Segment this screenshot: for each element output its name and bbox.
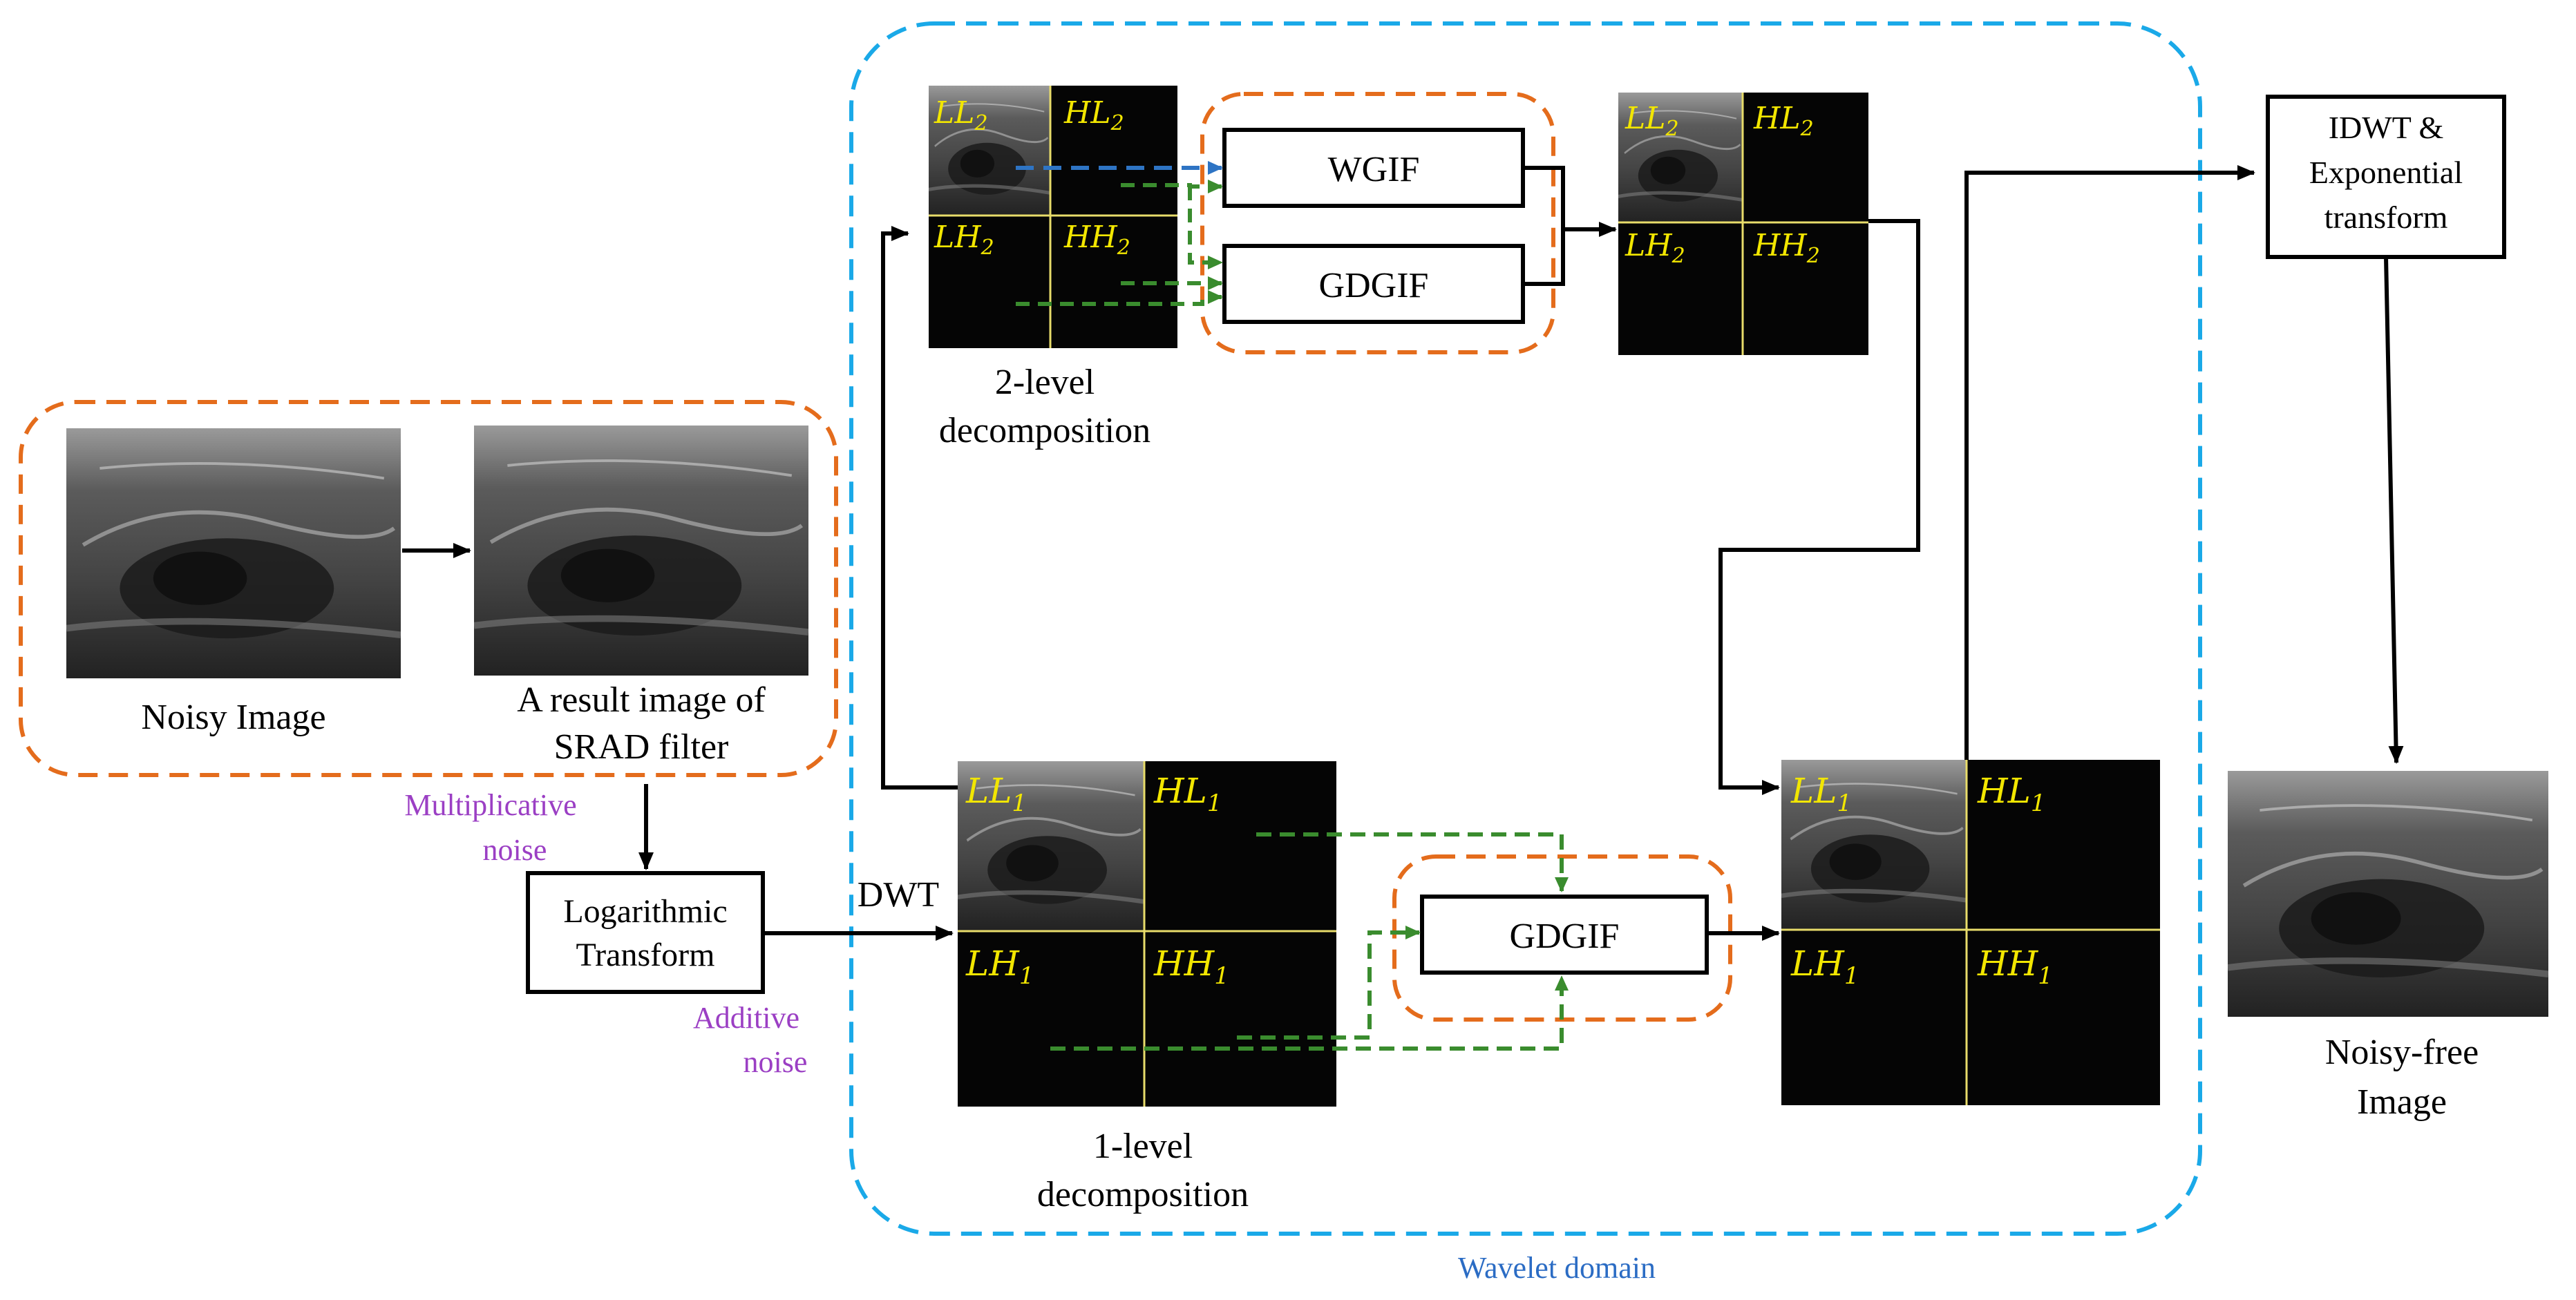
arrow-level1-output-to-idwt [1964, 165, 2255, 760]
wavelet-domain-frame [849, 21, 2202, 1236]
multiplicative-noise-label-line1: Multiplicative [404, 788, 576, 822]
arrow-level2-output-to-level1-output [1718, 219, 1920, 795]
srad-caption-line2: SRAD filter [554, 727, 729, 767]
additive-noise-label-line1: Additive [693, 1001, 799, 1035]
level1-output-lh: LH1 [1790, 944, 1859, 990]
level2-input-hl: HL2 [1063, 95, 1124, 135]
wavelet-domain-label: Wavelet domain [1458, 1251, 1656, 1285]
level1-caption-line1: 1-level [1093, 1127, 1193, 1166]
srad-caption-line1: A result image of [517, 680, 766, 720]
arrow-guide-to-wgif [1121, 180, 1223, 193]
level2-caption-line1: 2-level [995, 363, 1095, 402]
level1-output-ll: LL1 [1790, 771, 1852, 817]
preprocess-group-frame [19, 400, 838, 777]
wgif-label: WGIF [1328, 150, 1420, 189]
noisy-image-caption: Noisy Image [141, 698, 325, 737]
level1-caption-line2: decomposition [1037, 1175, 1249, 1214]
noise-free-image [2228, 771, 2548, 1017]
level1-output-hl: HL1 [1977, 771, 2045, 817]
arrow-hl1-to-gdgif [1256, 832, 1569, 892]
idwt-box [2266, 95, 2506, 259]
level2-output-lh: LH2 [1625, 228, 1685, 268]
gdgif-bottom-box [1420, 895, 1709, 975]
additive-noise-label-line2: noise [744, 1045, 808, 1079]
level2-caption-line2: decomposition [939, 411, 1150, 450]
merge-gdgif-out [1523, 229, 1565, 286]
arrow-lh1-to-gdgif [1050, 975, 1569, 1051]
arrow-lh2-to-gdgif [1016, 290, 1223, 306]
merge-wgif-out [1523, 166, 1565, 229]
level1-input-ll: LL1 [965, 771, 1027, 817]
level2-output-hh: HH2 [1753, 228, 1820, 268]
log-transform-box [526, 871, 765, 994]
log-transform-line2: Transform [576, 937, 715, 973]
noise-free-caption-line1: Noisy-free [2325, 1033, 2479, 1072]
gdgif-top-label: GDGIF [1319, 266, 1429, 305]
level1-output-hh: HH1 [1977, 944, 2053, 990]
level2-input-lh: LH2 [934, 220, 994, 260]
level1-output-grid [1781, 760, 2160, 1105]
level2-output-hl: HL2 [1753, 101, 1814, 141]
arrow-hh1-to-gdgif [1237, 926, 1421, 1040]
multiplicative-noise-label-line2: noise [483, 833, 547, 867]
arrow-idwt-to-output [2384, 256, 2404, 764]
level1-input-hh: HH1 [1153, 944, 1229, 990]
level2-output-ll: LL2 [1625, 101, 1679, 141]
level2-output-grid [1618, 93, 1868, 355]
srad-image [474, 426, 808, 676]
level2-input-hh: HH2 [1063, 220, 1130, 260]
top-filter-group-frame [1200, 92, 1555, 354]
arrow-hl2-to-gdgif [1188, 187, 1223, 269]
noise-free-caption-line2: Image [2357, 1082, 2447, 1122]
idwt-line2: Exponential [2309, 155, 2463, 190]
arrow-level1-to-level2 [881, 226, 958, 790]
level1-input-hl: HL1 [1153, 771, 1222, 817]
dwt-label: DWT [858, 875, 939, 915]
level2-input-ll: LL2 [934, 95, 988, 135]
idwt-line1: IDWT & [2329, 110, 2444, 145]
gdgif-bottom-label: GDGIF [1510, 917, 1620, 956]
noisy-image [66, 428, 401, 678]
idwt-line3: transform [2324, 200, 2448, 235]
level1-input-lh: LH1 [965, 944, 1034, 990]
log-transform-line1: Logarithmic [563, 893, 727, 930]
